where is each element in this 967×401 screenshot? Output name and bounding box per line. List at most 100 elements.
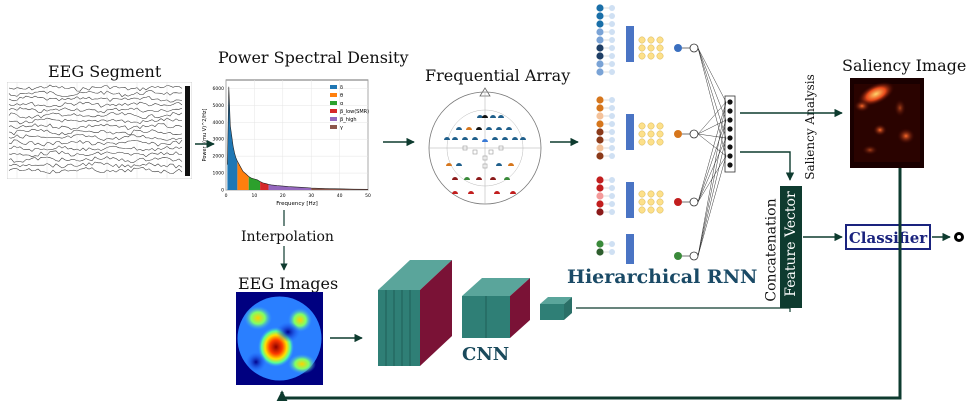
eeg-trace [8, 101, 183, 108]
electrode-dot [476, 177, 482, 180]
electrode-dot [512, 137, 518, 140]
psd-band-0 [227, 86, 238, 190]
psd-y-tick: 0 [221, 188, 224, 194]
psd-band-3 [260, 181, 269, 190]
rnn-input-node [596, 12, 604, 20]
psd-legend-entry: α [340, 101, 344, 107]
classifier-box: Classifier [845, 224, 931, 250]
eeg-trace [8, 161, 183, 169]
psd-legend-swatch [330, 109, 337, 113]
interpolation-label: Interpolation [241, 229, 334, 245]
hierarchical-rnn-label: Hierarchical RNN [567, 266, 758, 288]
rnn-group-output [674, 198, 682, 206]
saliency-analysis-label: Saliency Analysis [802, 74, 817, 180]
psd-legend-entry: γ [340, 125, 343, 131]
eeg-trace [8, 117, 183, 125]
psd-xlabel: Frequency [Hz] [276, 201, 317, 207]
cnn-label: CNN [462, 344, 510, 365]
electrode-dot [462, 137, 468, 140]
rnn-input-node [596, 4, 604, 12]
eeg-segment-title: EEG Segment [48, 62, 162, 81]
rnn-input-node [596, 60, 604, 68]
eeg-trace [8, 84, 183, 92]
electrode-dot [482, 139, 488, 142]
eeg-trace [8, 90, 183, 98]
psd-legend-entry: β_high [340, 117, 357, 123]
psd-legend-swatch [330, 101, 337, 105]
eeg-trace [8, 111, 183, 119]
psd-ylabel: Power [(mu V)^2/Hz] [202, 108, 208, 161]
psd-x-tick: 0 [225, 193, 228, 199]
psd-band-1 [237, 161, 249, 190]
rnn-group-output [674, 252, 682, 260]
rnn-input-node [596, 28, 604, 36]
cnn-block-2 [462, 278, 530, 338]
feature-vector-label: Feature Vector [783, 191, 799, 297]
eeg-trace [8, 145, 183, 152]
psd-y-tick: 5000 [213, 103, 225, 109]
eeg-trace [8, 134, 183, 141]
psd-x-tick: 50 [365, 193, 371, 199]
eeg-trace [8, 156, 183, 163]
psd-x-tick: 30 [308, 193, 314, 199]
electrode-dot [494, 191, 500, 194]
eeg-trace [8, 107, 183, 114]
cnn-block-3 [540, 297, 572, 320]
feature-node [727, 108, 733, 114]
feature-node [727, 162, 733, 168]
electrode-dot [444, 137, 450, 140]
feature-node [727, 117, 733, 123]
electrode-dot [496, 127, 502, 130]
electrode-dot [452, 137, 458, 140]
psd-y-tick: 3000 [213, 137, 225, 143]
rnn-input-node [596, 120, 604, 128]
electrode-dot [464, 177, 470, 180]
eeg-trace [8, 95, 183, 103]
psd-y-tick: 4000 [213, 120, 225, 126]
electrode-dot [520, 137, 526, 140]
electrode-dot [468, 191, 474, 194]
eeg-trace [8, 150, 183, 158]
electrode-dot [476, 127, 482, 130]
psd-y-tick: 1000 [213, 171, 225, 177]
psd-y-tick: 2000 [213, 154, 225, 160]
rnn-input-node [596, 52, 604, 60]
psd-title: Power Spectral Density [218, 48, 409, 67]
electrode-dot [477, 115, 483, 118]
electrode-dot [490, 115, 496, 118]
frequential-array-map [425, 86, 545, 208]
rnn-input-node [596, 136, 604, 144]
psd-x-tick: 10 [252, 193, 258, 199]
rnn-lstm-block [626, 114, 634, 150]
rnn-lstm-block [626, 26, 634, 62]
electrode-dot [456, 127, 462, 130]
electrode-dot [472, 137, 478, 140]
psd-legend-swatch [330, 85, 337, 89]
psd-x-tick: 40 [337, 193, 343, 199]
rnn-input-node [596, 20, 604, 28]
rnn-input-node [596, 208, 604, 216]
rnn-input-node [596, 144, 604, 152]
psd-legend-swatch [330, 93, 337, 97]
cnn-block-1 [378, 260, 452, 366]
classifier-label: Classifier [848, 229, 928, 247]
rnn-input-node [596, 44, 604, 52]
eeg-image [236, 292, 323, 385]
psd-legend-entry: δ [340, 85, 343, 91]
rnn-input-node [596, 112, 604, 120]
psd-legend-swatch [330, 125, 337, 129]
psd-legend-swatch [330, 117, 337, 121]
feature-node [727, 126, 733, 132]
rnn-svg [596, 4, 736, 264]
electrode-dot [456, 163, 462, 166]
electrode-dot [492, 137, 498, 140]
rnn-lstm-block [626, 234, 634, 264]
eeg-segment-plot [7, 82, 192, 179]
feature-node [727, 153, 733, 159]
electrode-dot [452, 177, 458, 180]
concatenation-label: Concatenation [763, 198, 780, 302]
psd-y-tick: 6000 [213, 86, 225, 92]
eeg-trace [8, 123, 183, 131]
eeg-trace [8, 139, 183, 147]
